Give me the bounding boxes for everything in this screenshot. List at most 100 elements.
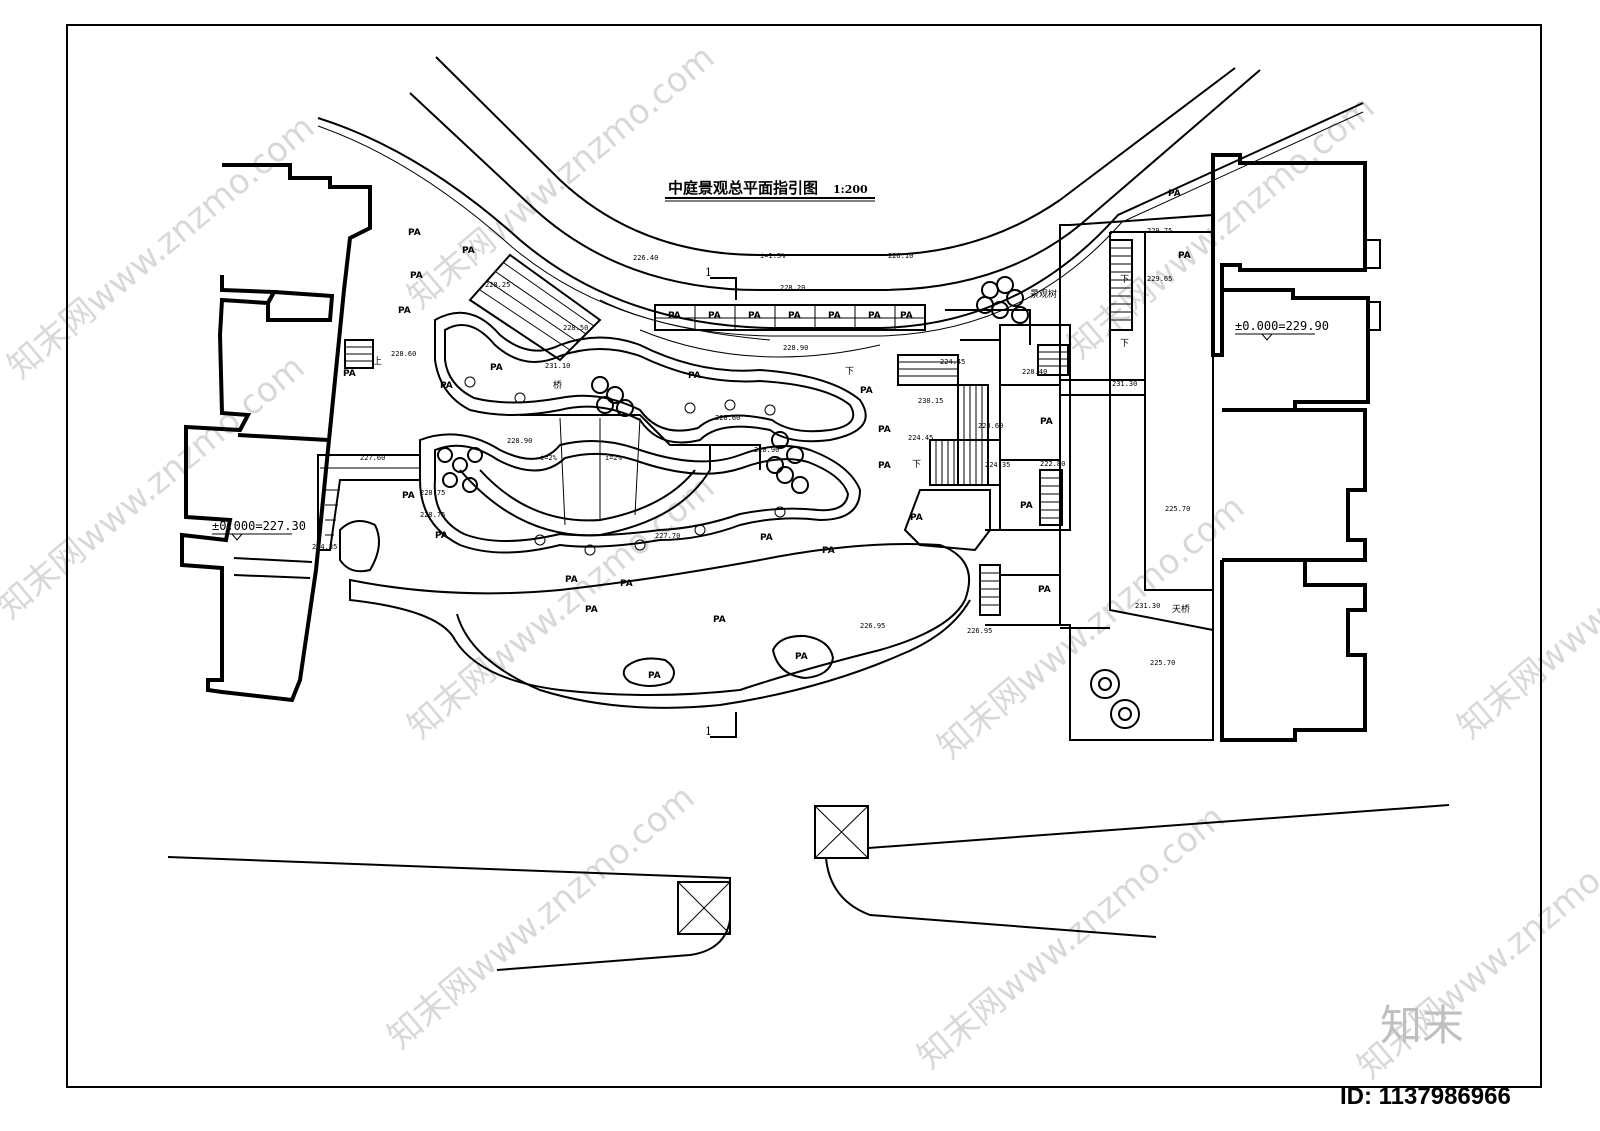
elevation: 226.95	[967, 627, 992, 635]
elevation: 228.20	[780, 284, 805, 292]
area-tag: PA	[788, 311, 801, 321]
area-tag: PA	[1178, 251, 1191, 261]
area-tag: PA	[795, 652, 808, 662]
elevation: 224.35	[985, 461, 1010, 469]
left-datum: ±0.000=227.30	[212, 519, 306, 541]
elevation-labels: 226.40 i=1.5% 226.10 228.25 228.50 231.1…	[312, 227, 1190, 667]
area-tag: PA	[828, 311, 841, 321]
elevation: 228.60	[715, 414, 740, 422]
image-id-label: ID: 1137986966	[1340, 1083, 1511, 1110]
elevation: 228.25	[485, 281, 510, 289]
right-datum: ±0.000=229.90	[1235, 319, 1329, 341]
area-tag: PA	[708, 311, 721, 321]
water-features	[349, 311, 971, 709]
elevation: 228.75	[420, 489, 445, 497]
elevation: 228.90	[507, 437, 532, 445]
right-datum-label: ±0.000=229.90	[1235, 319, 1329, 333]
elevation: 228.40	[1022, 368, 1047, 376]
skybridge-label: 天桥	[1172, 603, 1190, 615]
elevation: 228.90	[783, 344, 808, 352]
area-tag: PA	[878, 425, 891, 435]
elevation: 227.60	[360, 454, 385, 462]
plaza-boxes	[654, 304, 926, 331]
elevation: i=2%	[605, 454, 623, 462]
down-label: 下	[1120, 339, 1129, 349]
area-tag: PA	[462, 246, 475, 256]
area-tag: PA	[408, 228, 421, 238]
area-tag: PA	[868, 311, 881, 321]
elevation: 222.80	[1040, 460, 1065, 468]
elevation: 231.30	[1135, 602, 1160, 610]
area-tag: PA	[668, 311, 681, 321]
area-tag: PA	[688, 371, 701, 381]
elevation: 228.60	[391, 350, 416, 358]
watermark-text: 知末网www.znzmo.com	[400, 37, 722, 316]
curved-boardwalk	[459, 414, 761, 537]
elevation: 226.40	[633, 254, 658, 262]
bridge-label: 桥	[553, 379, 562, 391]
area-tag: PA	[1020, 501, 1033, 511]
elevation: 224.45	[908, 434, 933, 442]
brand-mark: 知末 ID: 1137986966	[1340, 1001, 1511, 1110]
area-tag: PA	[440, 381, 453, 391]
area-tag: PA	[398, 306, 411, 316]
area-tag: PA	[565, 575, 578, 585]
watermark-text: 知末网www.znzmo.com	[0, 107, 322, 386]
brand-logo-text: 知末	[1380, 1001, 1464, 1050]
area-tag: PA	[410, 271, 423, 281]
area-tag: PA	[878, 461, 891, 471]
down-label: 下	[1120, 275, 1129, 285]
area-tag: PA	[822, 546, 835, 556]
elevation: 226.95	[860, 622, 885, 630]
area-tag: PA	[900, 311, 913, 321]
elevation: 224.45	[940, 358, 965, 366]
elevation: 229.75	[1147, 227, 1172, 235]
watermark-text: 知末网www.znzmo.com	[910, 797, 1232, 1076]
plan-notes: 桥 天桥 景观树 上 下 下 下 下	[373, 275, 1190, 615]
watermark-text: 知末网www.znzmo.com	[380, 777, 702, 1056]
drawing-title-block: 中庭景观总平面指引图 1:200	[665, 179, 875, 202]
area-tag: PA	[490, 363, 503, 373]
planting	[339, 276, 1029, 573]
watermark-text: 知末网www.znzmo.com	[400, 467, 722, 746]
up-label: 上	[373, 356, 382, 367]
elevation: 225.70	[1150, 659, 1175, 667]
section-marker-bottom: 1	[705, 725, 712, 738]
skybridge-podium	[1059, 213, 1214, 741]
elevation: 228.60	[978, 422, 1003, 430]
elevation: 228.50	[563, 324, 588, 332]
area-tag: PA	[910, 513, 923, 523]
area-tag: PA	[1040, 417, 1053, 427]
elevation: i=1.5%	[760, 252, 786, 260]
down-label: 下	[845, 367, 854, 377]
feature-tree-label: 景观树	[1030, 288, 1057, 300]
left-datum-label: ±0.000=227.30	[212, 519, 306, 533]
area-tag: PA	[1038, 585, 1051, 595]
area-tags: PA PA PA PA PA PA PA PA PA PA PA PA PA P…	[343, 189, 1191, 681]
area-tag: PA	[343, 369, 356, 379]
area-tag: PA	[713, 615, 726, 625]
watermark-text: 知末网www.znzmo.com	[1450, 467, 1600, 746]
elevation: 228.75	[420, 511, 445, 519]
down-label: 下	[912, 460, 921, 470]
area-tag: PA	[402, 491, 415, 501]
elevation: 225.70	[1165, 505, 1190, 513]
area-tag: PA	[585, 605, 598, 615]
right-stairs	[979, 239, 1133, 616]
elevation: 224.35	[312, 543, 337, 551]
area-tag: PA	[860, 386, 873, 396]
area-tag: PA	[1168, 189, 1181, 199]
drawing-frame	[66, 24, 1542, 1088]
area-tag: PA	[748, 311, 761, 321]
elevation: 231.30	[1112, 380, 1137, 388]
area-tag: PA	[620, 579, 633, 589]
elevation: 229.65	[1147, 275, 1172, 283]
drawing-scale: 1:200	[833, 183, 868, 196]
elevation: 226.10	[888, 252, 913, 260]
lower-road	[167, 804, 1450, 971]
elevation: 230.15	[918, 397, 943, 405]
drawing-title: 中庭景观总平面指引图	[668, 179, 818, 197]
elevation: i=2%	[540, 454, 558, 462]
elevation: 227.70	[655, 532, 680, 540]
